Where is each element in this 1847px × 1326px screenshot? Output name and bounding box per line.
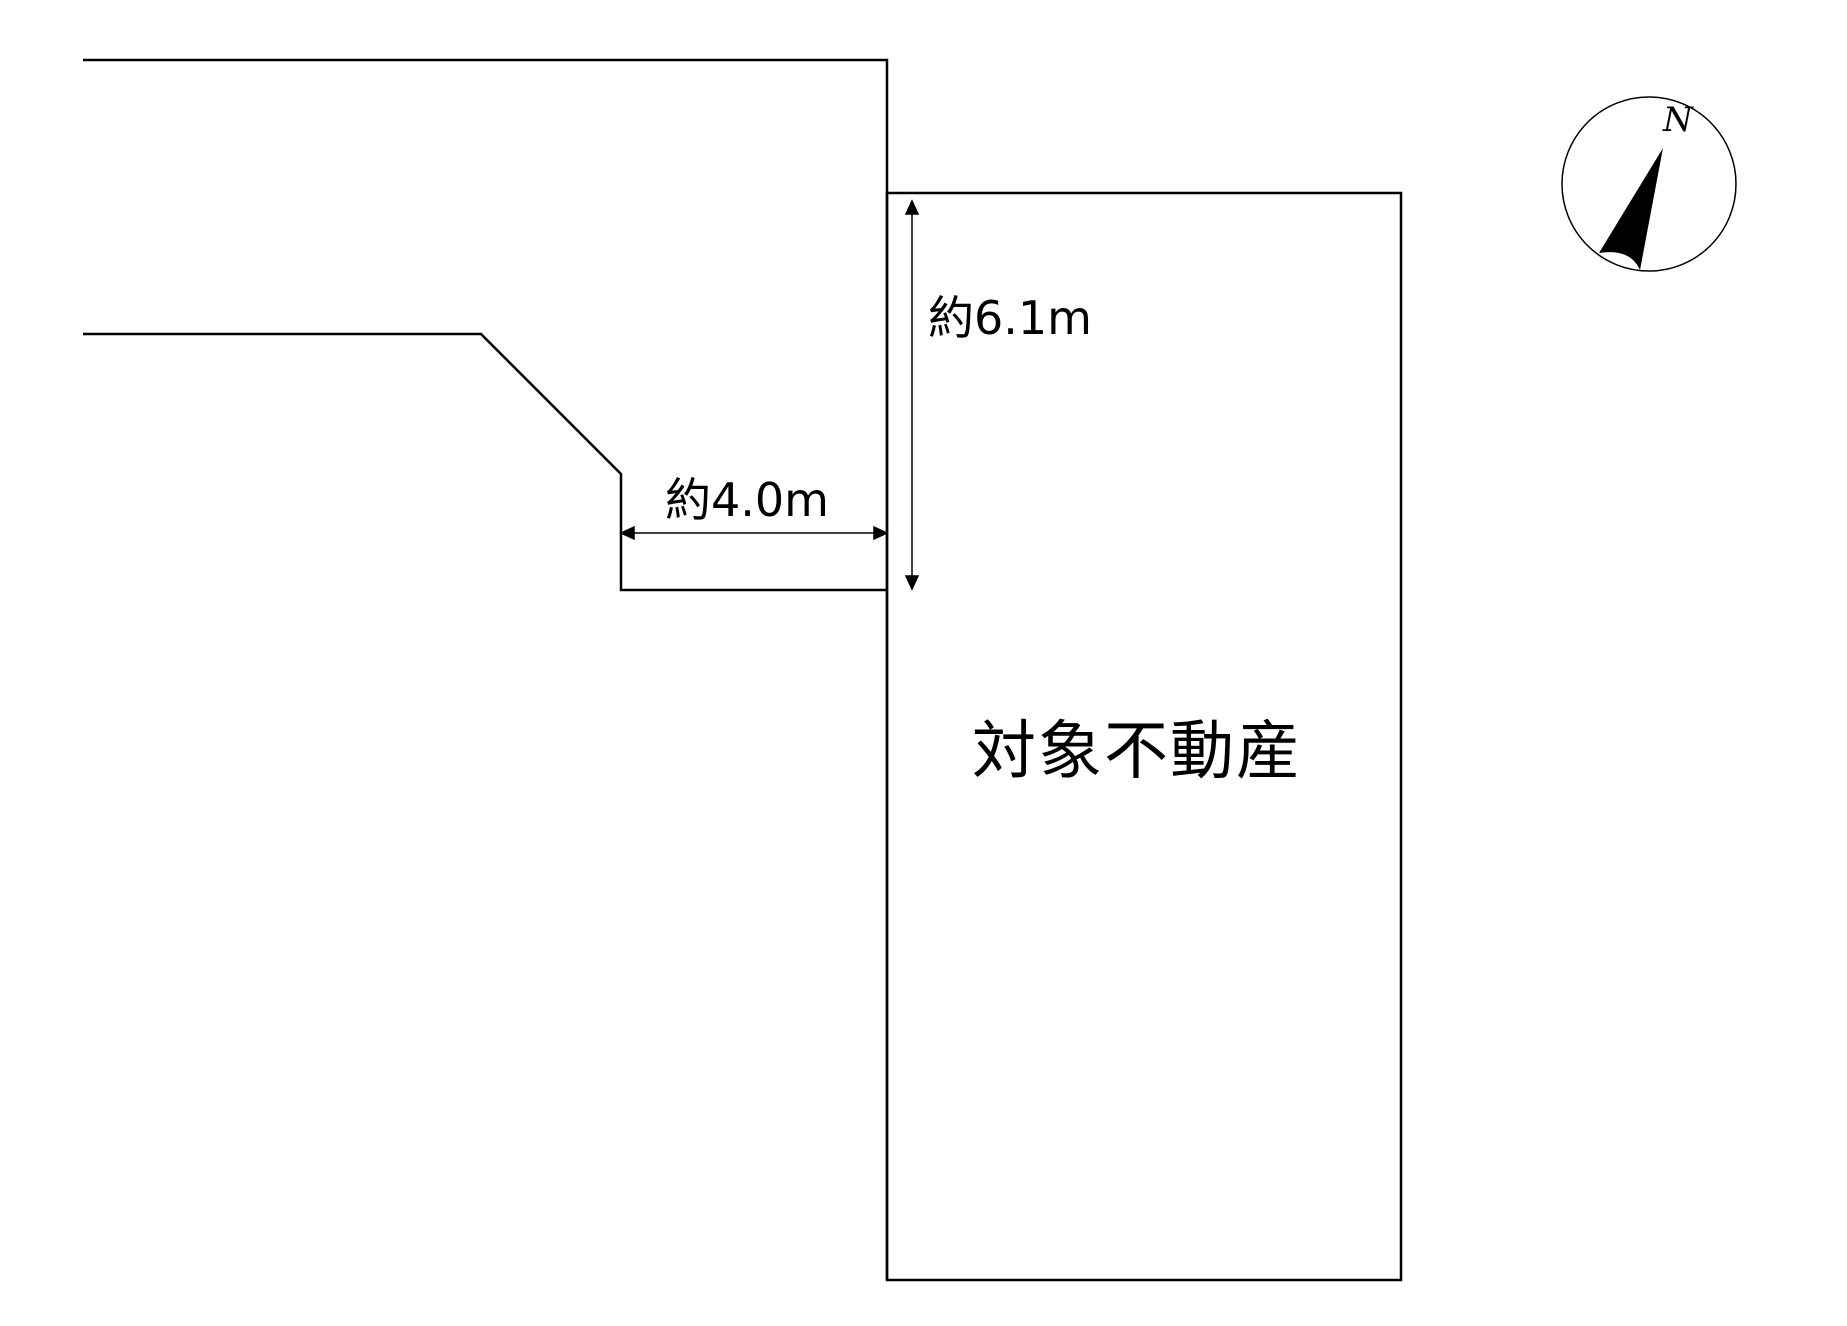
north-arrow-icon [1561,96,1737,272]
subject-property-lot [885,191,1403,1282]
neighbor-boundary-top [83,58,889,1280]
arrowhead-right [873,525,889,541]
width-dimension-label: 約4.0m [665,473,829,527]
road-boundary [83,332,887,592]
arrowhead-down [904,575,920,591]
arrowhead-left [619,525,635,541]
property-label: 対象不動産 [972,715,1302,789]
depth-dimension-label: 約6.1m [928,291,1092,345]
north-label: N [1663,100,1693,140]
arrowhead-up [904,199,920,215]
